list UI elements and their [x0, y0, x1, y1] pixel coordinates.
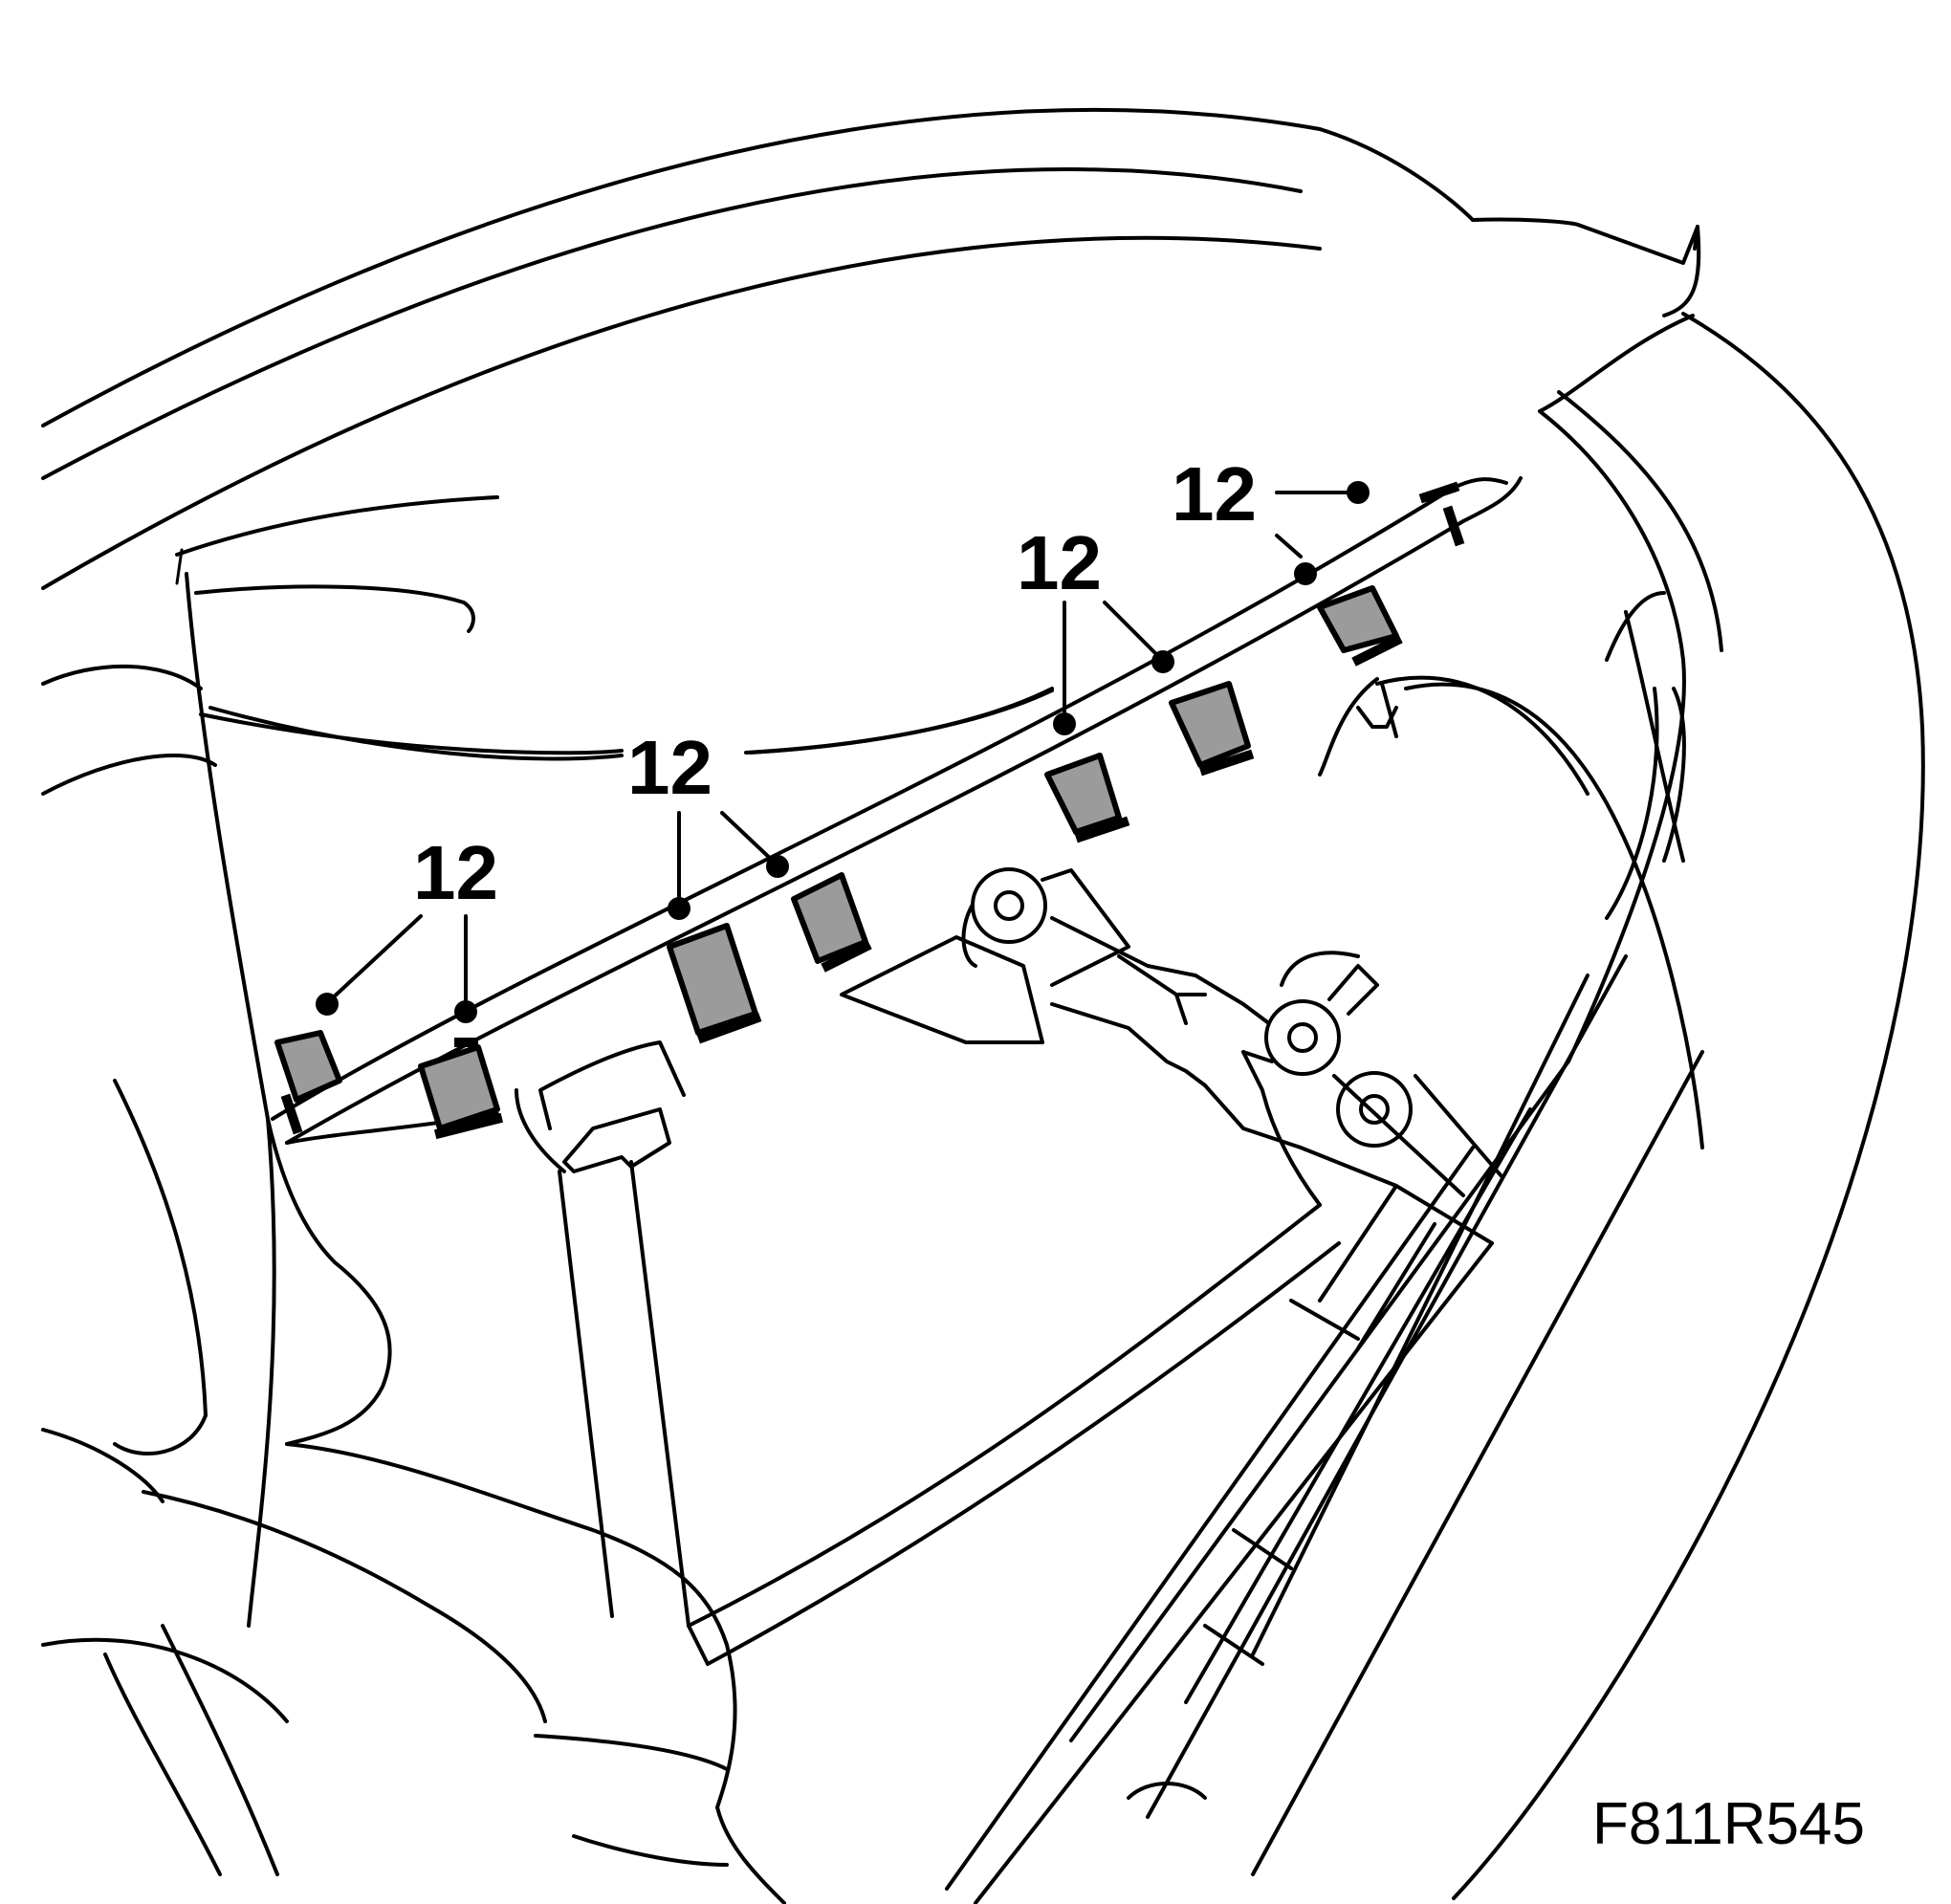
leader-dot: [766, 855, 789, 878]
clip-5: [1044, 753, 1130, 843]
leader-dot: [454, 1000, 477, 1023]
figure-code: F811R545: [1592, 1791, 1865, 1857]
headliner-outline: [41, 495, 1054, 1628]
callout-label-12: 12: [1017, 520, 1102, 605]
clip-8: [1418, 481, 1465, 547]
clip-2: [418, 1038, 504, 1140]
leader-dot: [1053, 712, 1076, 735]
hand: [41, 1117, 786, 1904]
leader-dot: [316, 993, 339, 1016]
door-frame: [945, 390, 1723, 1904]
leader-dot: [1347, 481, 1370, 504]
clip-3: [667, 923, 762, 1044]
seat-belt: [515, 1040, 691, 1628]
callout-label-12: 12: [627, 725, 712, 810]
clip-1: [274, 1030, 342, 1135]
callout-labels: 12 12 12 12 12: [413, 451, 1257, 915]
leader-dot: [1151, 650, 1174, 673]
roof-rail-outline: [41, 107, 1925, 1900]
clip-7: [1317, 585, 1403, 667]
callout-label-12: 12: [413, 830, 498, 915]
clip-4: [791, 872, 872, 973]
callout-label-12: 12: [1172, 451, 1257, 536]
airbag-clips: [274, 481, 1465, 1140]
leader-dot: [1294, 562, 1317, 585]
callout-leaders: [199, 481, 1370, 1023]
body-outline: [687, 1203, 1341, 1666]
pillar-bracket: [840, 867, 1503, 1245]
leader-dot: [668, 897, 691, 920]
clip-6: [1169, 681, 1255, 777]
